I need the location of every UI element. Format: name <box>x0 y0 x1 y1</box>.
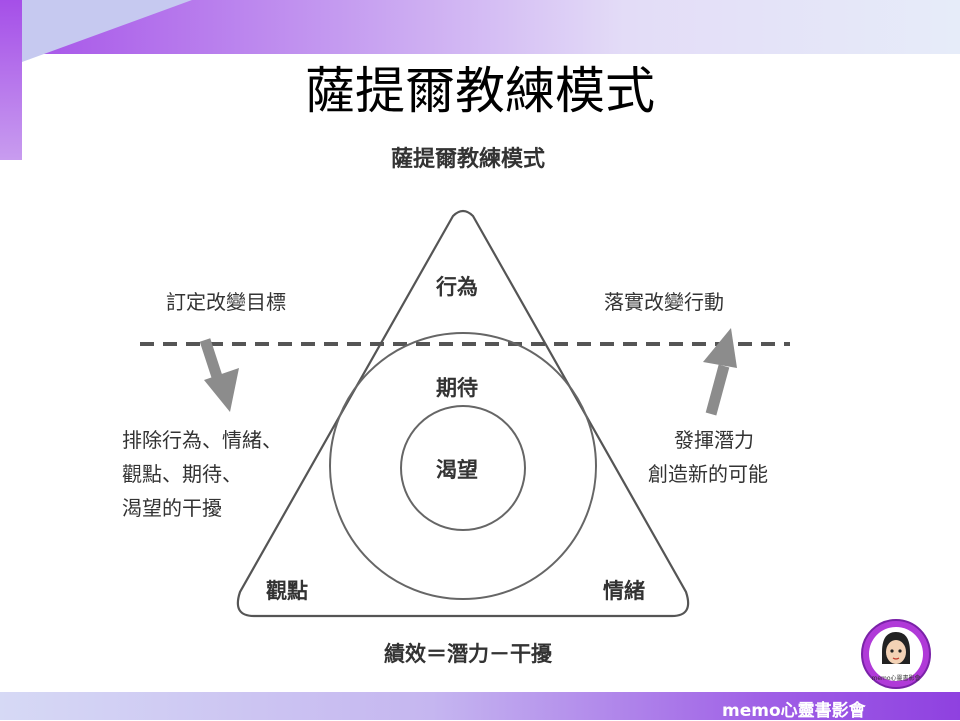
label-emotion: 情緒 <box>603 579 645 603</box>
badge-text: memo心靈書影會 <box>871 674 920 682</box>
label-remove-interference-2: 觀點、期待、 <box>122 462 242 486</box>
label-desire: 渴望 <box>436 458 478 482</box>
formula-text: 績效＝潛力－干擾 <box>384 642 552 666</box>
bottom-decor-band <box>0 692 960 720</box>
left-decor-band <box>0 0 22 160</box>
triangle-shape <box>236 209 690 618</box>
label-remove-interference-1: 排除行為、情緒、 <box>122 428 282 452</box>
label-set-change-goal: 訂定改變目標 <box>166 290 286 314</box>
label-expectation: 期待 <box>436 376 478 400</box>
diagram-graphics <box>140 209 790 618</box>
inner-circle <box>400 405 526 531</box>
outer-circle <box>329 332 597 600</box>
avatar-badge: memo心靈書影會 <box>861 619 931 689</box>
up-arrow-icon <box>703 328 737 416</box>
label-implement-change-action: 落實改變行動 <box>604 290 724 314</box>
slide-title: 薩提爾教練模式 <box>305 62 655 120</box>
diagram-title: 薩提爾教練模式 <box>390 147 545 172</box>
label-unleash-potential: 發揮潛力 <box>674 428 754 452</box>
watermark-text: memo心靈書影會 <box>722 701 866 721</box>
label-behavior: 行為 <box>436 275 478 299</box>
label-create-possibility: 創造新的可能 <box>648 462 768 486</box>
label-perception: 觀點 <box>266 579 308 603</box>
label-remove-interference-3: 渴望的干擾 <box>122 496 222 520</box>
down-arrow-icon <box>199 338 239 412</box>
corner-wedge-decor <box>22 0 192 62</box>
satir-coaching-figure: 薩提爾教練模式 行為 期待 渴望 觀點 情緒 訂定改變目標 落實改變行動 排除行… <box>108 128 828 688</box>
